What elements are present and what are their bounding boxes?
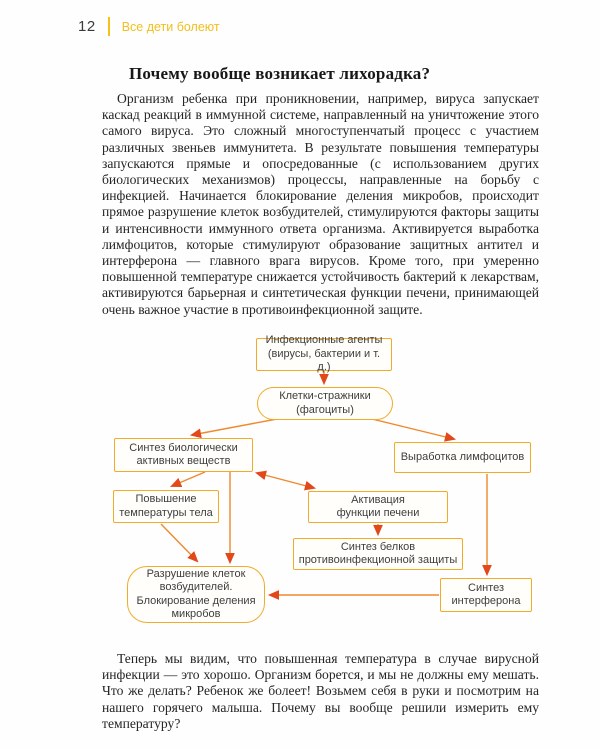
page-header: 12 Все дети болеют	[78, 17, 220, 36]
body-paragraph-2: Теперь мы видим, что повышенная температ…	[102, 651, 539, 731]
fever-flowchart: Инфекционные агенты (вирусы, бактерии и …	[0, 332, 600, 650]
node-protein-synthesis: Синтез белков противоинфекционной защиты	[293, 538, 463, 570]
flowchart-arrows	[160, 371, 492, 600]
node-pathogen-destruction: Разрушение клеток возбудителей. Блокиров…	[127, 566, 265, 623]
arrow-sintez-bio-aktivacia-bidirectional	[254, 470, 317, 491]
node-infectious-agents: Инфекционные агенты (вирусы, бактерии и …	[256, 334, 392, 373]
running-title: Все дети болеют	[121, 19, 220, 34]
node-synthesis-bioactive: Синтез биологически активных веществ	[114, 438, 253, 472]
arrow-guard-to-vyrabotka	[371, 418, 457, 442]
section-heading: Почему вообще возникает лихорадка?	[129, 64, 431, 83]
arrow-guard-to-sintez-bio	[189, 418, 278, 439]
node-liver-activation: Активация функции печени	[308, 491, 448, 523]
node-lymphocyte-production: Выработка лимфоцитов	[394, 442, 531, 473]
node-interferon-synthesis: Синтез интерферона	[440, 578, 532, 612]
node-temperature-rise: Повышение температуры тела	[113, 490, 219, 523]
arrow-povyshenie-to-razrushenie	[160, 523, 199, 563]
body-paragraph-1: Организм ребенка при проникновении, напр…	[102, 91, 539, 317]
header-divider	[107, 17, 110, 36]
node-guard-cells: Клетки-стражники (фагоциты)	[257, 387, 393, 420]
page-number: 12	[78, 18, 96, 35]
arrow-sintez-bio-to-povyshenie	[170, 471, 206, 487]
